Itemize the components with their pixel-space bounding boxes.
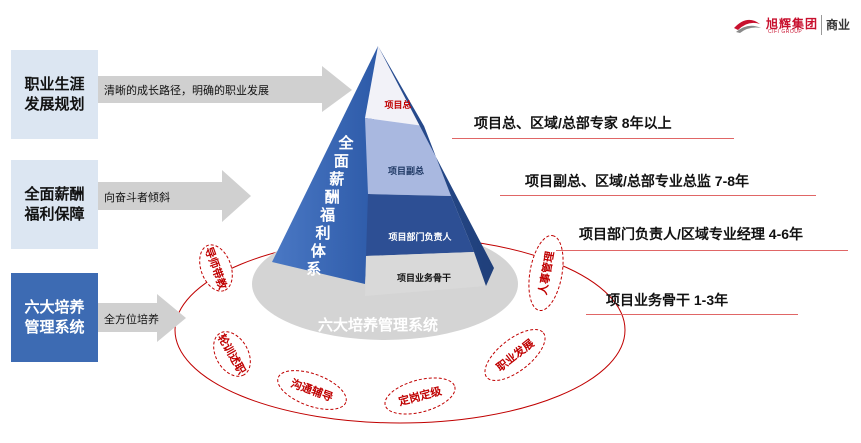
- box-compensation: 全面薪酬 福利保障: [11, 160, 98, 249]
- level-label-2: 项目副总、区域/总部专业总监 7-8年: [525, 173, 750, 189]
- level-label-3: 项目部门负责人/区域专业经理 4-6年: [579, 226, 804, 242]
- level-underline-3: [556, 250, 848, 251]
- level-underline-4: [586, 314, 798, 315]
- pyramid-face-title: 全面薪酬福利体系: [306, 134, 354, 278]
- pyramid-label-4: 项目业务骨干: [397, 272, 451, 283]
- level-underline-1: [452, 138, 734, 139]
- system-badge-1: 导师带教: [199, 244, 233, 292]
- brand-division: 商业: [826, 18, 851, 32]
- logo-divider: [821, 15, 822, 35]
- arrow-text-2: 向奋斗者倾斜: [104, 192, 170, 204]
- level-underline-2: [500, 195, 816, 196]
- pyramid-left-face: [272, 46, 378, 284]
- cifi-logo-icon: [734, 19, 761, 33]
- box-career-planning: 职业生涯 发展规划: [11, 50, 98, 139]
- arrow-text-3: 全方位培养: [104, 314, 159, 326]
- brand-name: 旭辉集团: [766, 17, 819, 31]
- arrow-3: [98, 294, 186, 342]
- system-badge-3: 沟通辅导: [277, 370, 347, 410]
- box-training-system: 六大培养 管理系统: [11, 273, 98, 362]
- arrow-2: [98, 170, 251, 222]
- level-label-1: 项目总、区域/总部专家 8年以上: [474, 115, 672, 131]
- system-badge-5: 职业发展: [484, 329, 546, 381]
- brand-name-en: CIFI GROUP: [768, 29, 803, 35]
- brand-logo: 旭辉集团 CIFI GROUP 商业: [732, 12, 854, 38]
- system-badge-6: 人事管理: [528, 234, 564, 312]
- pyramid-right-edge: [378, 46, 494, 286]
- pyramid-label-2: 项目副总: [388, 165, 424, 176]
- pyramid-level-2: [365, 118, 451, 196]
- pyramid-label-3: 项目部门负责人: [388, 231, 452, 242]
- pyramid-level-4: [365, 252, 486, 296]
- base-label: 六大培养管理系统: [318, 316, 438, 334]
- system-badge-4: 定岗定级: [384, 377, 456, 415]
- level-label-4: 项目业务骨干 1-3年: [606, 292, 729, 308]
- arrow-1: [98, 66, 352, 112]
- pyramid-level-1: [365, 46, 424, 126]
- pyramid-label-1: 项目总: [384, 99, 411, 110]
- pyramid-level-3: [366, 194, 474, 256]
- arrow-text-1: 清晰的成长路径，明确的职业发展: [104, 85, 269, 97]
